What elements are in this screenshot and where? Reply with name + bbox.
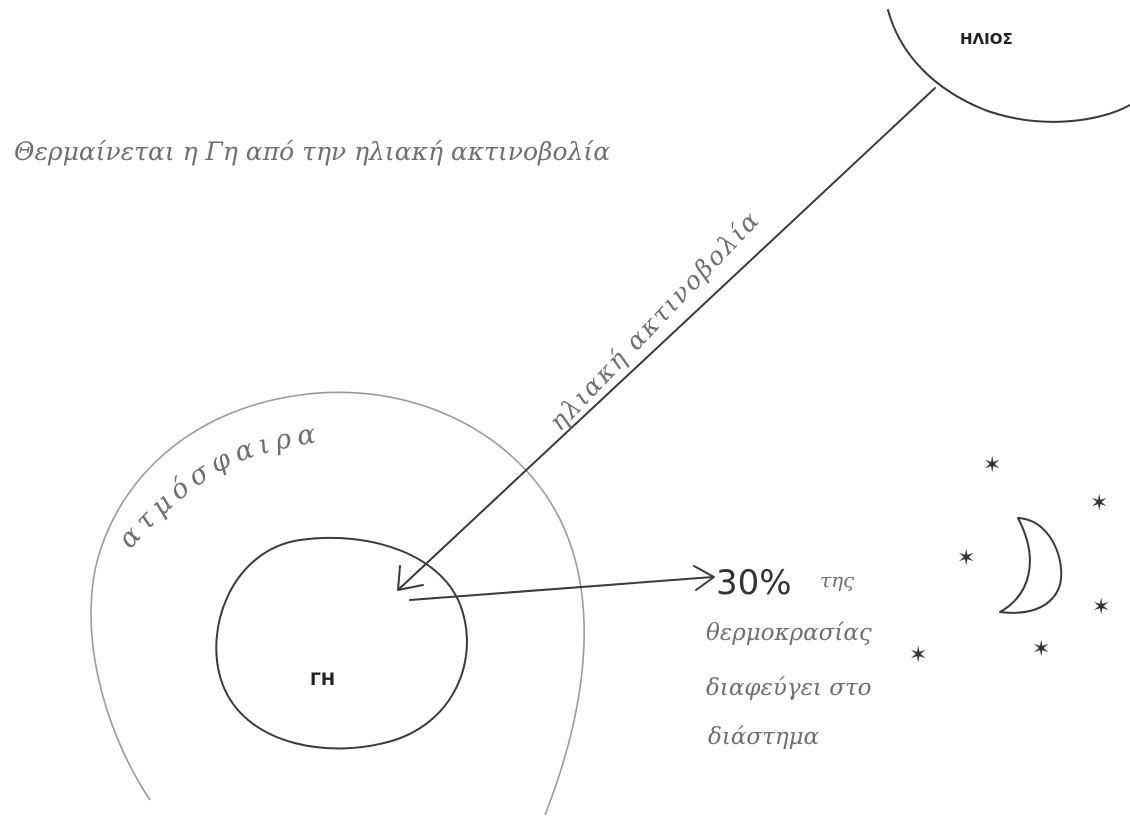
earth-circle (215, 536, 468, 750)
percent-value: 30% (716, 563, 792, 603)
moon-icon (999, 517, 1063, 614)
ray-label: ηλιακή ακτινοβολία (543, 205, 766, 437)
escape-note-line1: της (820, 568, 855, 592)
solar-ray-arrowhead (397, 565, 424, 591)
star-icon: ✶ (909, 643, 927, 668)
escape-note-line2: θερμοκρασίας (706, 620, 872, 646)
escape-arrow (409, 576, 714, 601)
atmosphere-circle (90, 391, 585, 816)
solar-ray-arrow (397, 87, 936, 591)
escape-note-line3: διαφεύγει στο (706, 675, 872, 701)
escape-note-line4: διάστημα (708, 724, 820, 750)
sun-label: ΗΛΙΟΣ (960, 30, 1013, 48)
star-icon: ✶ (1090, 491, 1108, 516)
heading-text: Θερμαίνεται η Γη από την ηλιακή ακτινοβο… (14, 137, 610, 166)
sun-circle (887, 9, 1130, 123)
star-icon: ✶ (957, 546, 975, 571)
escape-arrowhead (693, 565, 715, 591)
star-icon: ✶ (1032, 637, 1050, 662)
atmosphere-label: ατμόσφαιρα (112, 418, 323, 555)
star-icon: ✶ (1092, 595, 1110, 620)
earth-label: ΓΗ (310, 670, 335, 690)
star-icon: ✶ (983, 453, 1001, 478)
